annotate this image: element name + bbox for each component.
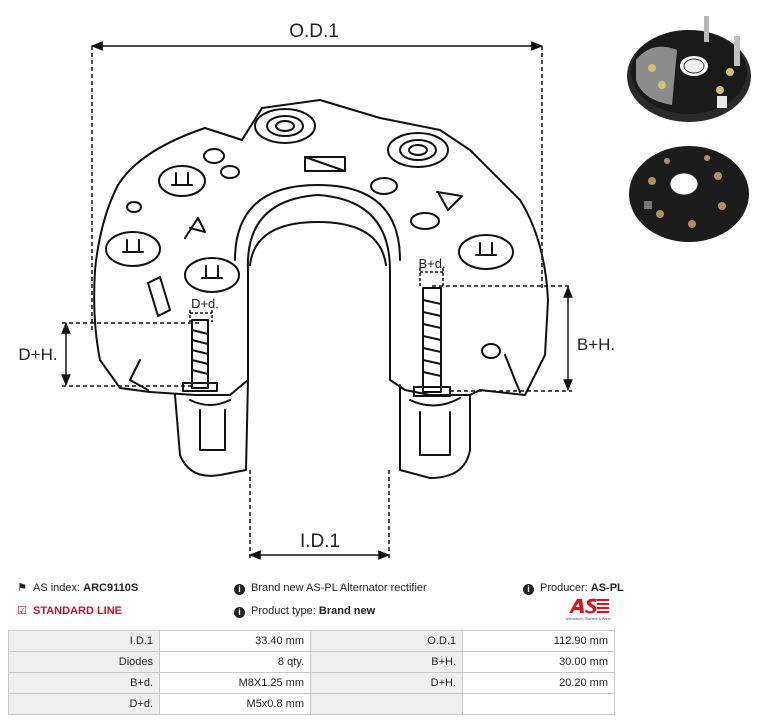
as-index-value[interactable]: ARC9110S	[83, 582, 139, 594]
bh-label: B+H.	[577, 335, 615, 354]
table-row: B+d. M8X1.25 mm D+H. 20.20 mm	[8, 672, 615, 694]
product-photo-top[interactable]	[622, 10, 756, 130]
spec-value	[462, 693, 615, 715]
spec-table: I.D.1 33.40 mm O.D.1 112.90 mm Diodes 8 …	[8, 630, 615, 715]
spec-value: M8X1.25 mm	[159, 672, 311, 694]
spec-value: 30.00 mm	[462, 651, 615, 673]
inner-arch	[234, 184, 401, 261]
as-index-label: AS index:	[33, 582, 81, 594]
tags-icon: ⚑	[17, 582, 27, 594]
table-row: D+d. M5x0.8 mm	[8, 693, 615, 715]
bd-label: B+d.	[418, 256, 445, 271]
spec-value: 20.20 mm	[462, 672, 615, 694]
standard-line-label[interactable]: STANDARD LINE	[33, 605, 123, 617]
spec-key	[310, 693, 463, 715]
description-row: i Brand new AS-PL Alternator rectifier	[234, 581, 427, 595]
rectifier-outline	[93, 99, 549, 396]
id-label: I.D.1	[300, 531, 340, 552]
left-leg	[174, 379, 249, 477]
info-circle-icon: i	[234, 584, 245, 595]
as-index-row: ⚑ AS index: ARC9110S	[15, 581, 138, 595]
producer-value[interactable]: AS-PL	[590, 582, 624, 594]
producer-row: i Producer: AS-PL	[523, 581, 624, 595]
right-leg	[399, 384, 471, 479]
spec-key: D+H.	[310, 672, 463, 694]
logo-tagline: Alternators, Starters & Parts	[566, 617, 611, 621]
description-text: Brand new AS-PL Alternator rectifier	[251, 582, 427, 594]
producer-label: Producer:	[540, 582, 588, 594]
spec-key: B+H.	[310, 651, 463, 673]
spec-key: O.D.1	[310, 630, 463, 652]
as-pl-logo[interactable]: Alternators, Starters & Parts	[559, 596, 617, 622]
spec-key: Diodes	[8, 651, 160, 673]
spec-value: 33.40 mm	[159, 630, 311, 652]
product-type-row: i Product type: Brand new	[234, 604, 375, 618]
technical-drawing: O.D.1 I.D.1 D+H. B+H. D+d. B+d.	[18, 21, 615, 560]
spec-key: B+d.	[8, 672, 160, 694]
spec-key: I.D.1	[8, 630, 160, 652]
spec-key: D+d.	[8, 693, 160, 715]
check-square-icon: ☑	[17, 605, 27, 617]
spec-value: 112.90 mm	[462, 630, 615, 652]
product-type-value: Brand new	[318, 605, 376, 617]
product-type-label: Product type:	[251, 605, 316, 617]
spec-value: M5x0.8 mm	[159, 693, 311, 715]
spec-value: 8 qty.	[159, 651, 311, 673]
dd-label: D+d.	[191, 296, 219, 311]
table-row: Diodes 8 qty. B+H. 30.00 mm	[8, 651, 615, 673]
table-row: I.D.1 33.40 mm O.D.1 112.90 mm	[8, 630, 615, 652]
od-label: O.D.1	[289, 21, 339, 42]
standard-line-row: ☑ STANDARD LINE	[15, 604, 122, 618]
dh-label: D+H.	[18, 345, 57, 364]
info-circle-icon: i	[523, 584, 534, 595]
info-circle-icon: i	[234, 607, 245, 618]
product-photo-bottom[interactable]	[622, 136, 756, 251]
